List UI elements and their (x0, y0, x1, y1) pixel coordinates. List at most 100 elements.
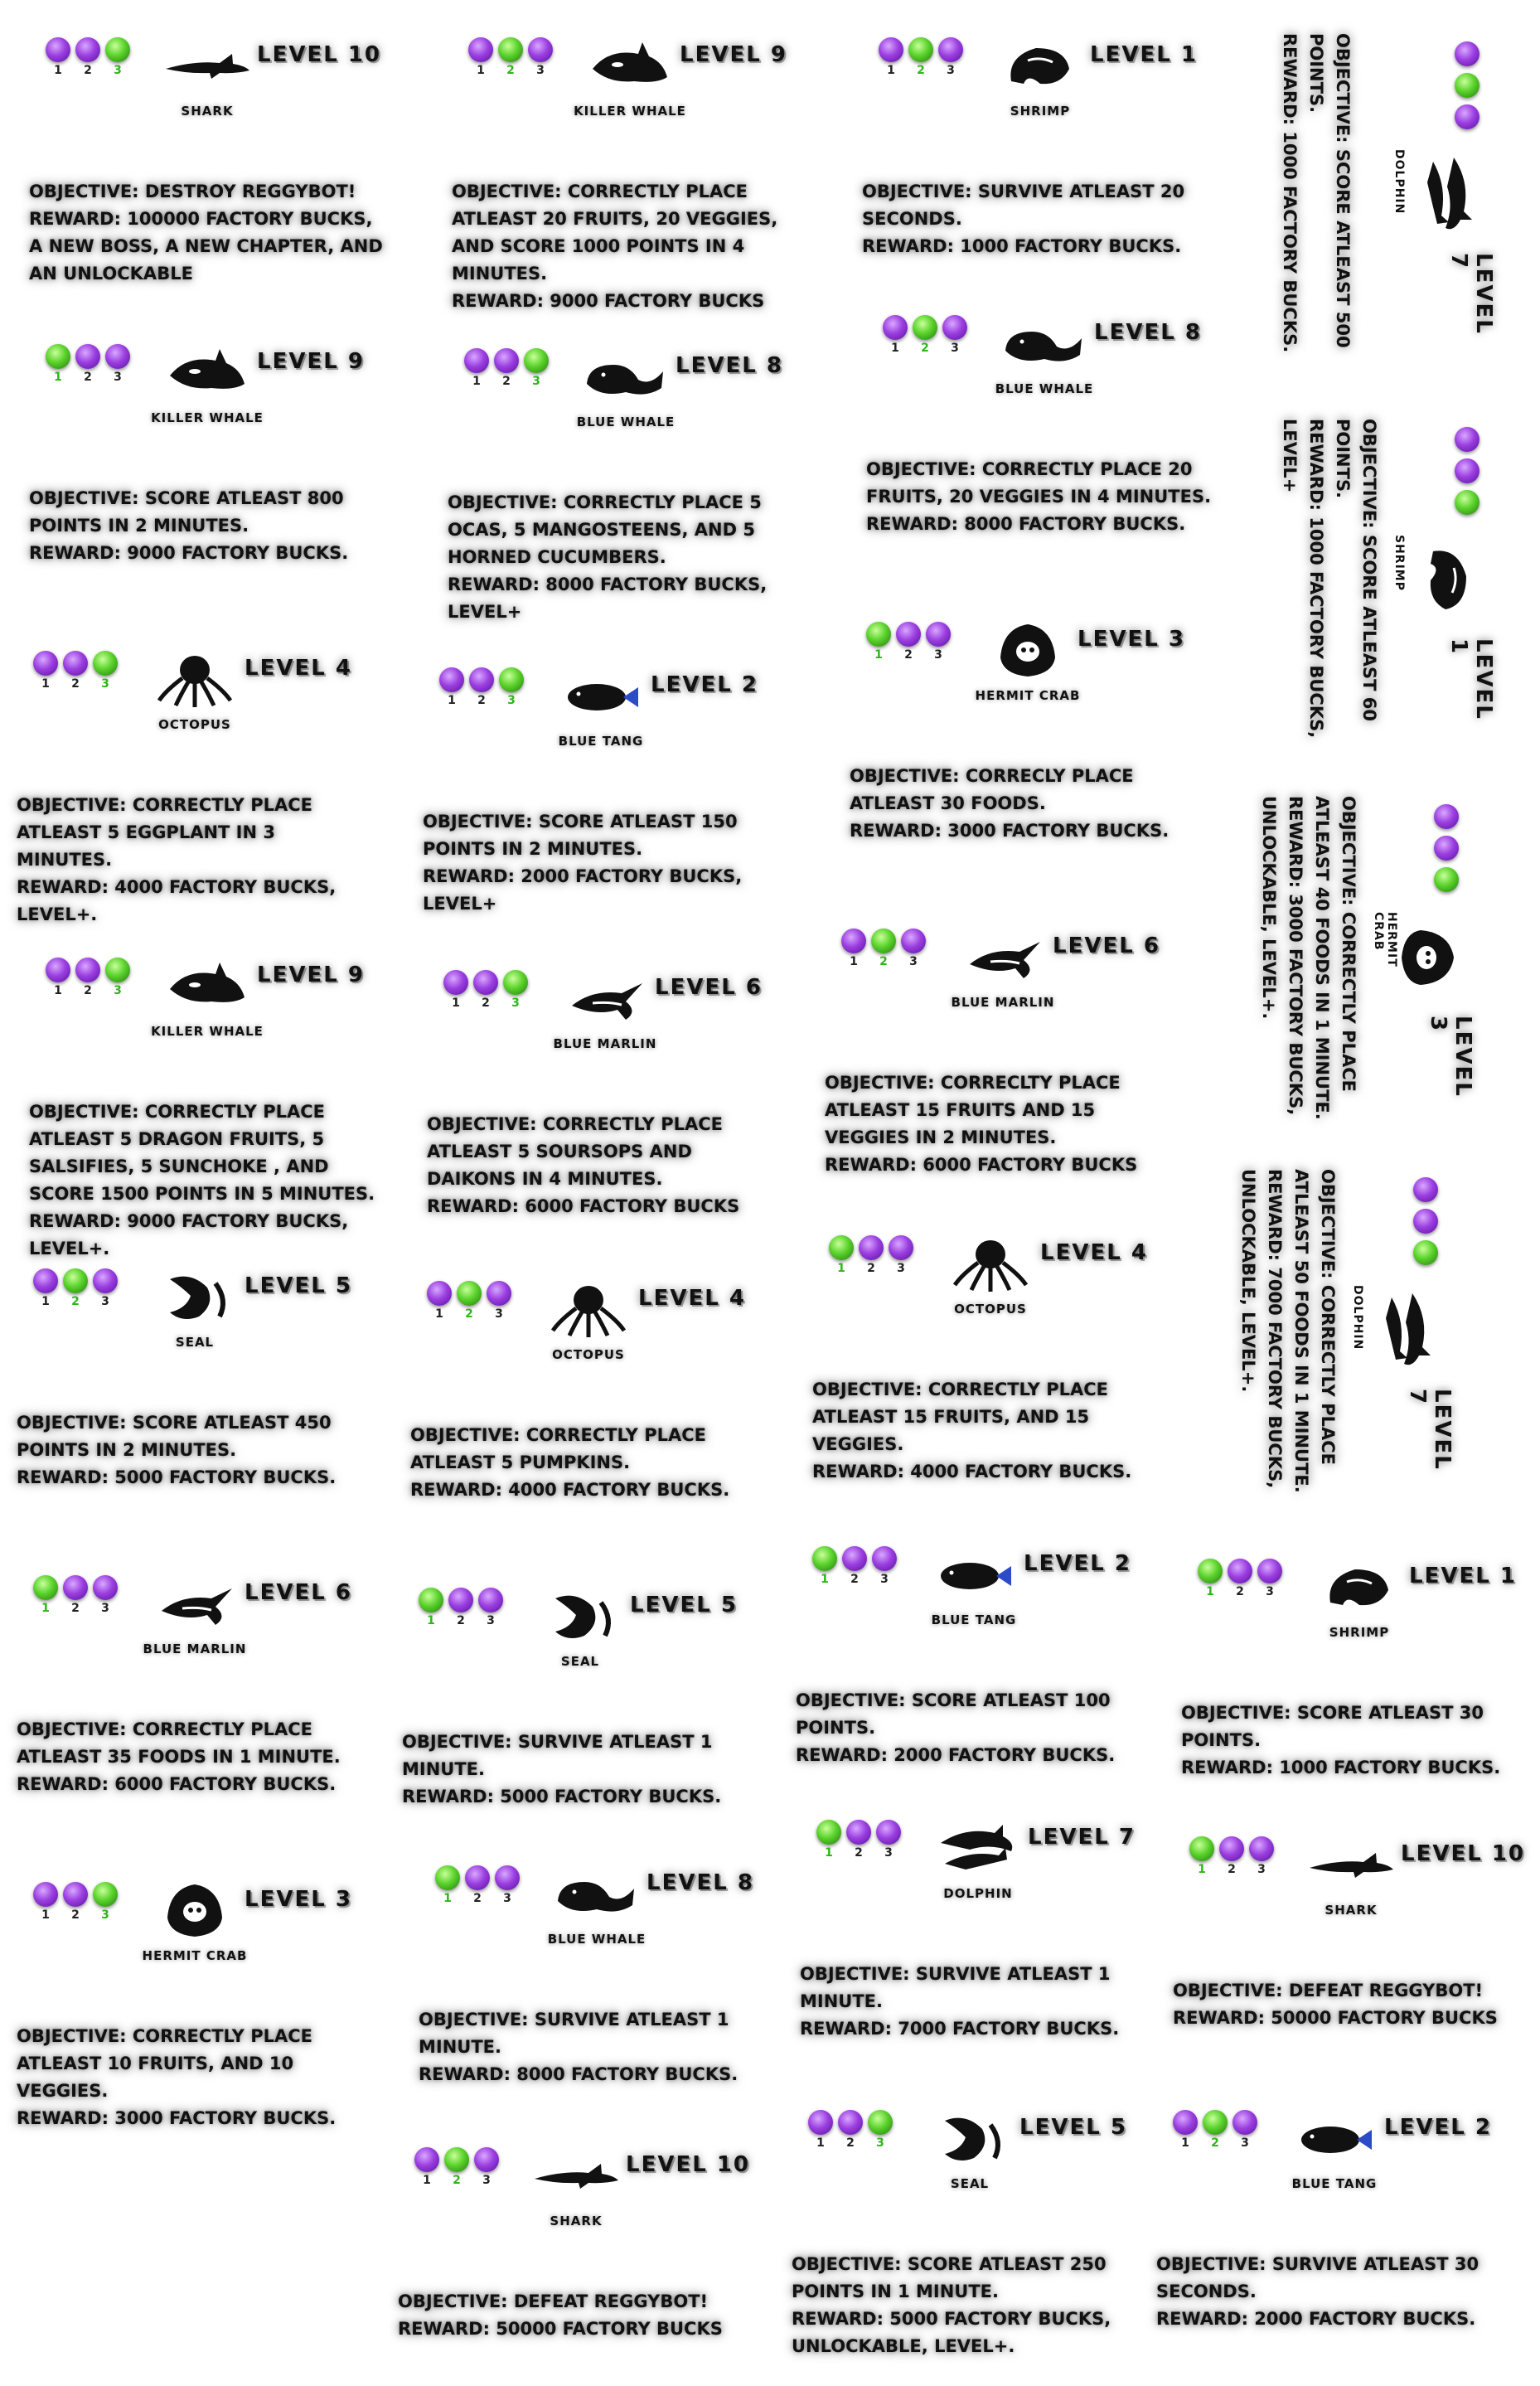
orb-number: 2 (482, 997, 490, 1010)
difficulty-orb[interactable]: 3 (474, 2147, 499, 2187)
difficulty-orb[interactable]: 2 (63, 1882, 88, 1922)
difficulty-orb[interactable]: 3 (93, 1268, 118, 1308)
level-title: LEVEL 1 (1090, 42, 1198, 67)
difficulty-orb[interactable] (1455, 41, 1479, 66)
difficulty-orb[interactable]: 3 (495, 1865, 520, 1905)
difficulty-orb[interactable]: 3 (926, 622, 951, 662)
creature-name: KILLER WHALE (151, 410, 264, 425)
difficulty-orb[interactable]: 3 (938, 37, 963, 77)
difficulty-orb[interactable]: 3 (1257, 1559, 1282, 1598)
difficulty-orb[interactable]: 2 (75, 344, 100, 384)
difficulty-orb[interactable]: 1 (33, 1882, 58, 1922)
difficulty-orb[interactable]: 1 (46, 958, 70, 997)
difficulty-orb[interactable] (1434, 867, 1459, 892)
difficulty-orb[interactable]: 1 (443, 970, 468, 1010)
difficulty-orb[interactable]: 1 (468, 37, 493, 77)
difficulty-orb[interactable]: 3 (528, 37, 553, 77)
difficulty-orb[interactable]: 3 (105, 958, 130, 997)
difficulty-orb[interactable]: 1 (33, 651, 58, 691)
difficulty-orb[interactable]: 1 (812, 1546, 837, 1586)
difficulty-orb[interactable]: 1 (435, 1865, 460, 1905)
difficulty-orb[interactable]: 3 (901, 929, 926, 968)
difficulty-orb[interactable]: 2 (444, 2147, 469, 2187)
difficulty-orb[interactable]: 2 (498, 37, 523, 77)
difficulty-orb[interactable]: 3 (487, 1281, 511, 1321)
difficulty-orb[interactable] (1455, 427, 1479, 452)
difficulty-orb[interactable]: 1 (866, 622, 891, 662)
difficulty-orb[interactable]: 3 (478, 1588, 503, 1627)
difficulty-orb[interactable]: 3 (93, 1882, 118, 1922)
difficulty-orb[interactable]: 1 (33, 1268, 58, 1308)
difficulty-orb[interactable]: 3 (889, 1235, 913, 1275)
difficulty-orb[interactable]: 1 (419, 1588, 443, 1627)
difficulty-orb[interactable]: 2 (494, 348, 519, 388)
difficulty-orb[interactable]: 2 (63, 1268, 88, 1308)
difficulty-orb[interactable]: 1 (46, 344, 70, 384)
difficulty-orb[interactable]: 1 (46, 37, 70, 77)
difficulty-orb[interactable]: 2 (908, 37, 933, 77)
difficulty-orb[interactable] (1434, 836, 1459, 861)
difficulty-orb[interactable] (1413, 1177, 1438, 1202)
difficulty-orb[interactable]: 1 (33, 1575, 58, 1615)
difficulty-orb[interactable]: 2 (63, 651, 88, 691)
orb-number: 3 (511, 997, 520, 1010)
difficulty-orb[interactable] (1455, 73, 1479, 98)
difficulty-orb[interactable]: 1 (1189, 1836, 1214, 1876)
difficulty-orb[interactable]: 1 (427, 1281, 452, 1321)
difficulty-orb[interactable]: 3 (503, 970, 528, 1010)
difficulty-orb[interactable]: 1 (1173, 2110, 1198, 2150)
difficulty-orb[interactable]: 2 (473, 970, 498, 1010)
difficulty-orb[interactable]: 1 (439, 667, 464, 707)
difficulty-orb[interactable]: 1 (816, 1820, 841, 1860)
difficulty-orb[interactable]: 2 (871, 929, 896, 968)
difficulty-orb[interactable]: 2 (457, 1281, 482, 1321)
difficulty-orb[interactable]: 2 (859, 1235, 884, 1275)
difficulty-orb[interactable]: 1 (841, 929, 866, 968)
difficulty-orb[interactable] (1413, 1209, 1438, 1234)
difficulty-orb[interactable]: 3 (1249, 1836, 1274, 1876)
difficulty-orb[interactable]: 3 (499, 667, 524, 707)
difficulty-orb[interactable]: 3 (105, 344, 130, 384)
orb-number: 1 (54, 64, 62, 77)
difficulty-orb[interactable]: 1 (883, 315, 908, 355)
orb-number: 2 (904, 648, 913, 662)
difficulty-orb[interactable]: 3 (93, 1575, 118, 1615)
difficulty-orb[interactable] (1434, 804, 1459, 829)
difficulty-orb[interactable]: 3 (1232, 2110, 1257, 2150)
difficulty-orb[interactable]: 2 (1219, 1836, 1244, 1876)
difficulty-orb[interactable]: 1 (808, 2110, 833, 2150)
difficulty-orb[interactable]: 3 (105, 37, 130, 77)
difficulty-orb[interactable] (1455, 490, 1479, 515)
difficulty-orb[interactable]: 1 (414, 2147, 439, 2187)
creature-name: SEAL (175, 1335, 215, 1350)
difficulty-orb[interactable]: 3 (876, 1820, 901, 1860)
difficulty-orb[interactable] (1455, 104, 1479, 129)
difficulty-orb[interactable]: 1 (1198, 1559, 1223, 1598)
difficulty-orb[interactable]: 1 (879, 37, 903, 77)
difficulty-orb[interactable]: 3 (524, 348, 549, 388)
level-title: LEVEL 10 (257, 42, 382, 67)
difficulty-orb[interactable]: 2 (465, 1865, 490, 1905)
difficulty-orb[interactable]: 3 (93, 651, 118, 691)
difficulty-orb[interactable]: 3 (942, 315, 967, 355)
difficulty-orb[interactable] (1413, 1240, 1438, 1265)
difficulty-orb[interactable]: 2 (846, 1820, 871, 1860)
creature-name: HERMIT CRAB (975, 688, 1081, 703)
difficulty-orb[interactable]: 2 (896, 622, 921, 662)
difficulty-orb[interactable]: 2 (469, 667, 494, 707)
difficulty-orb[interactable]: 1 (829, 1235, 854, 1275)
difficulty-orb[interactable]: 2 (913, 315, 937, 355)
difficulty-orb[interactable]: 2 (63, 1575, 88, 1615)
difficulty-orb[interactable]: 2 (1228, 1559, 1252, 1598)
difficulty-orb[interactable]: 2 (75, 37, 100, 77)
objective-text: OBJECTIVE: SCORE ATLEAST 450 POINTS IN 2… (17, 1413, 337, 1487)
difficulty-orb[interactable]: 2 (75, 958, 100, 997)
difficulty-orb[interactable]: 2 (448, 1588, 473, 1627)
difficulty-orb[interactable]: 1 (464, 348, 489, 388)
difficulty-orb[interactable]: 3 (868, 2110, 893, 2150)
difficulty-orb[interactable] (1455, 458, 1479, 483)
difficulty-orb[interactable]: 3 (872, 1546, 897, 1586)
difficulty-orb[interactable]: 2 (842, 1546, 867, 1586)
difficulty-orb[interactable]: 2 (1203, 2110, 1228, 2150)
difficulty-orb[interactable]: 2 (838, 2110, 863, 2150)
